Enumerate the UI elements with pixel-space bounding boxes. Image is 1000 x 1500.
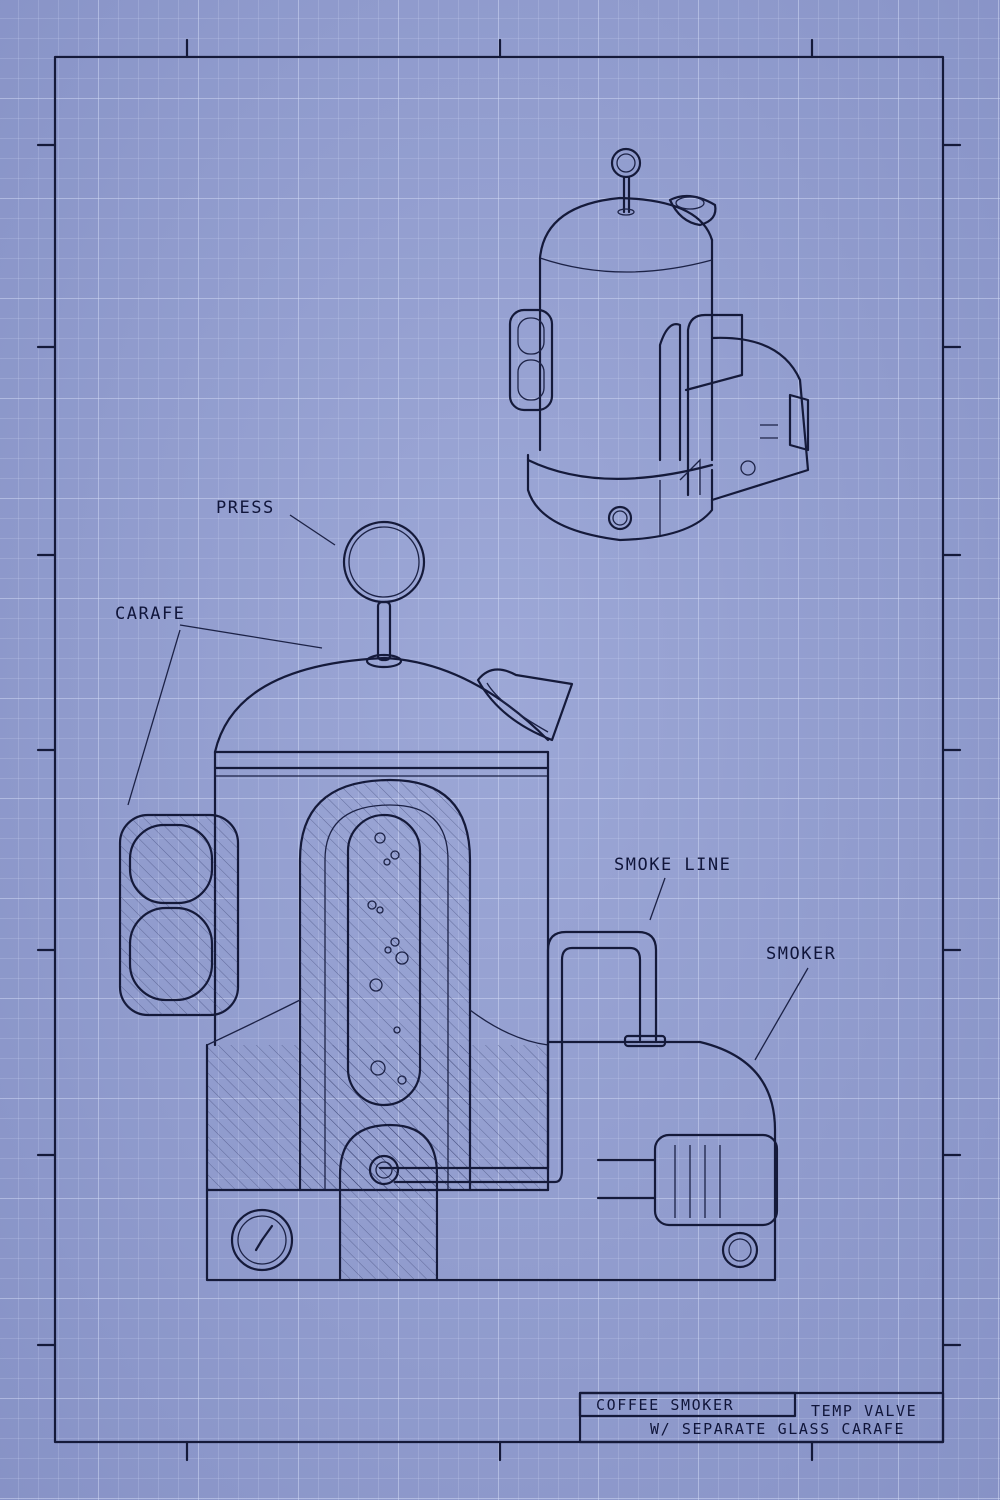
label-smoke-line: SMOKE LINE xyxy=(614,855,732,875)
label-smoker: SMOKER xyxy=(766,944,837,964)
title-block xyxy=(578,1391,945,1444)
label-carafe: CARAFE xyxy=(115,604,186,624)
isometric-view xyxy=(508,147,810,542)
label-press: PRESS xyxy=(216,498,275,518)
leader-lines xyxy=(127,514,809,1061)
sheet-border xyxy=(36,38,962,1462)
main-side-view xyxy=(118,520,779,1282)
title-block-title: COFFEE SMOKER xyxy=(596,1396,735,1414)
title-block-description: W/ SEPARATE GLASS CARAFE xyxy=(650,1420,906,1438)
title-block-subtitle: TEMP VALVE xyxy=(811,1402,918,1420)
